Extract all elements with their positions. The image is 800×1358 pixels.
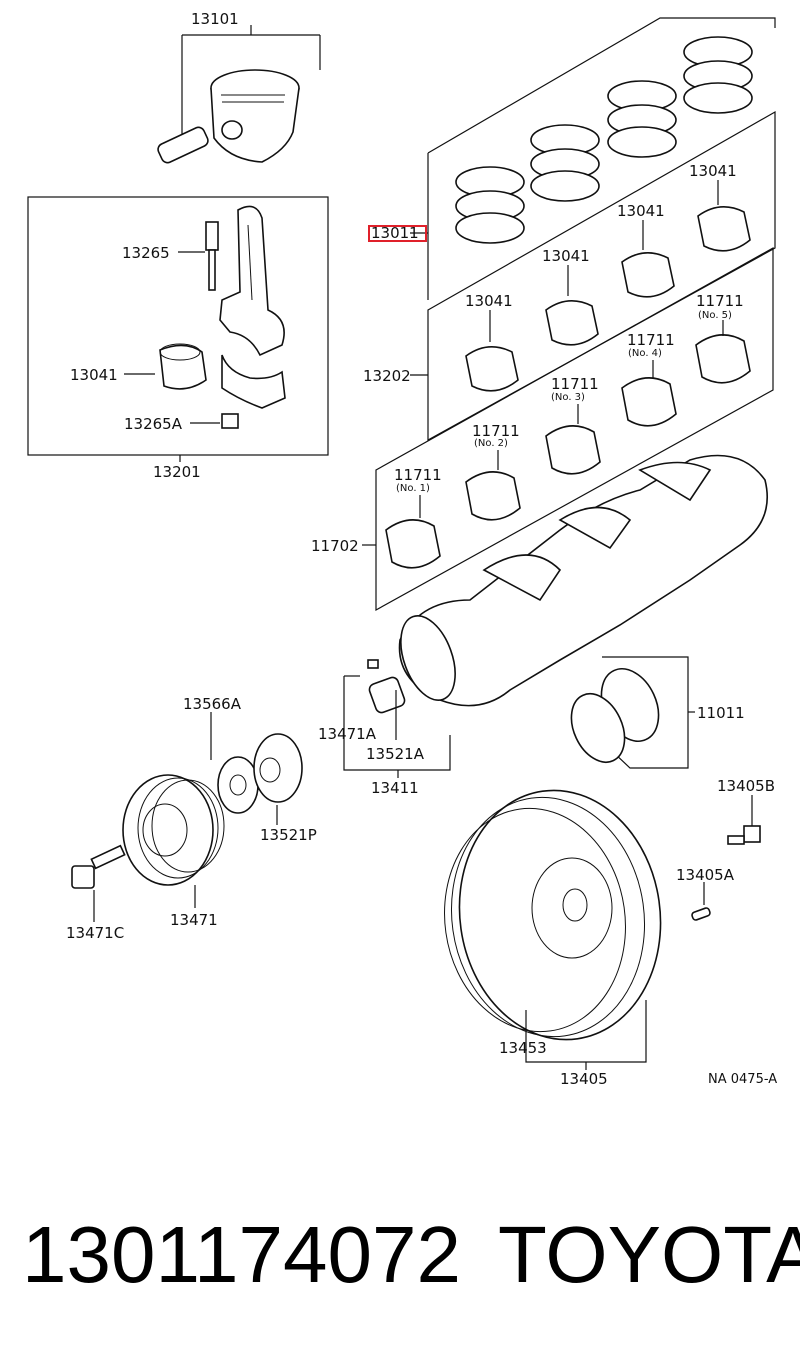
label-13041: 13041 — [617, 202, 665, 220]
part-number: 1301174072 — [22, 1210, 461, 1299]
label-13471: 13471 — [170, 911, 218, 929]
label-no4: (No. 4) — [628, 348, 662, 359]
brand-name: TOYOTA — [498, 1210, 800, 1299]
highlight-box — [368, 225, 427, 242]
label-13405b: 13405B — [717, 777, 775, 795]
label-11711: 11711 — [696, 292, 744, 310]
label-11702: 11702 — [311, 537, 359, 555]
part-footer: 1301174072 TOYOTA — [0, 1200, 800, 1310]
piston-assembly — [157, 25, 321, 164]
label-13405a: 13405A — [676, 866, 735, 884]
label-13566a: 13566A — [183, 695, 242, 713]
label-11711: 11711 — [394, 466, 442, 484]
label-13202: 13202 — [363, 367, 411, 385]
thrust-washer-set — [570, 656, 695, 769]
parts-diagram: 13101 13011 13041 13041 13041 13041 1304… — [27, 10, 777, 1088]
label-no5: (No. 5) — [698, 310, 732, 321]
label-13201: 13201 — [153, 463, 201, 481]
label-13471a: 13471A — [318, 725, 377, 743]
callout-labels: 13101 13011 13041 13041 13041 13041 1304… — [66, 10, 777, 1088]
label-13405: 13405 — [560, 1070, 608, 1088]
label-13041: 13041 — [465, 292, 513, 310]
flywheel — [444, 789, 761, 1070]
label-13101: 13101 — [191, 10, 239, 28]
diagram-reference: NA 0475-A — [708, 1072, 777, 1087]
label-11011: 11011 — [697, 704, 745, 722]
main-bearing-set — [362, 246, 774, 612]
rod-bearing-set — [410, 110, 776, 442]
label-13521a: 13521A — [366, 745, 425, 763]
pulley-assembly — [71, 712, 303, 922]
label-11711: 11711 — [627, 331, 675, 349]
crankshaft — [343, 454, 769, 778]
label-11711: 11711 — [472, 422, 520, 440]
label-13265a: 13265A — [124, 415, 183, 433]
label-no3: (No. 3) — [551, 392, 585, 403]
label-11711: 11711 — [551, 375, 599, 393]
connecting-rod-assembly — [27, 196, 329, 462]
label-13411: 13411 — [371, 779, 419, 797]
label-13453: 13453 — [499, 1039, 547, 1057]
label-13041: 13041 — [542, 247, 590, 265]
label-13041: 13041 — [70, 366, 118, 384]
label-13471c: 13471C — [66, 924, 124, 942]
label-no1: (No. 1) — [396, 483, 430, 494]
label-13521p: 13521P — [260, 826, 317, 844]
piston-ring-set — [368, 17, 776, 300]
label-no2: (No. 2) — [474, 438, 508, 449]
label-13011: 13011 — [371, 224, 419, 242]
label-13041: 13041 — [689, 162, 737, 180]
label-13265: 13265 — [122, 244, 170, 262]
